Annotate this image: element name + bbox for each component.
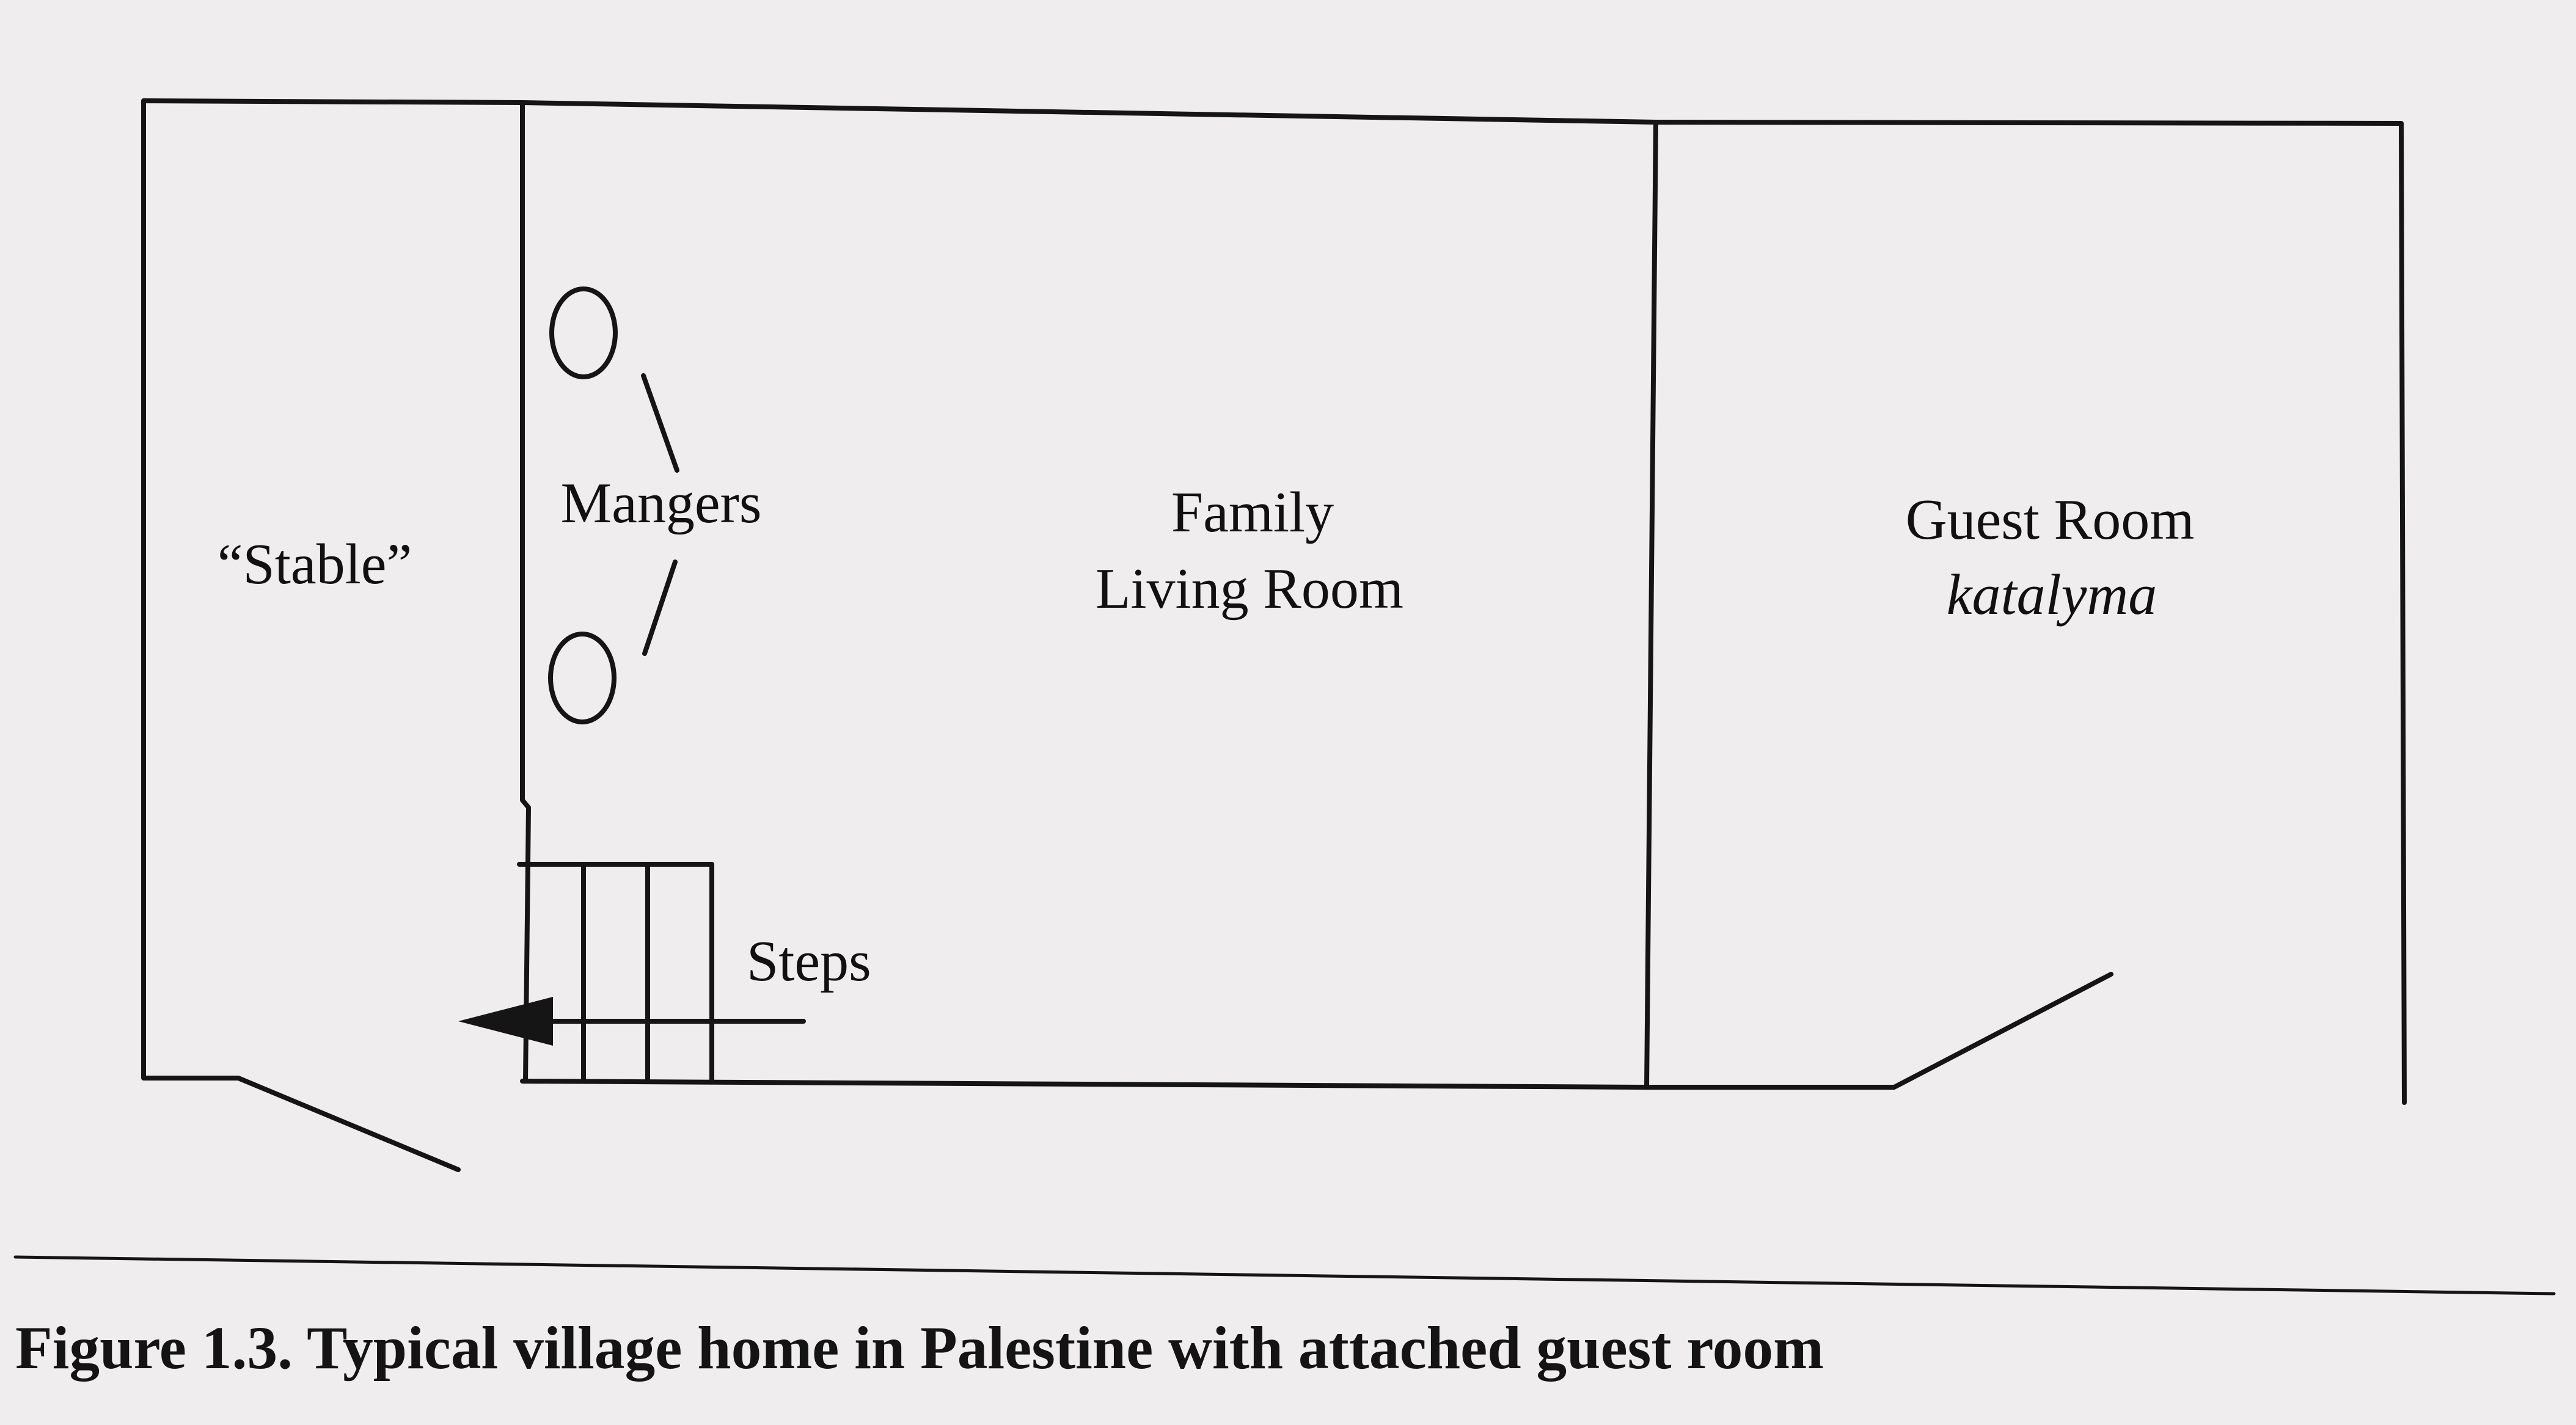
manger-top-icon <box>549 286 618 379</box>
caption-rule <box>13 1255 2556 1296</box>
manger-bottom-icon <box>548 632 617 724</box>
stable-wall <box>141 98 531 1172</box>
family-room-label-line2: Living Room <box>1096 557 1403 621</box>
steps-stairs <box>517 862 806 1084</box>
manger-pointer-line-top <box>641 373 679 473</box>
mangers-label: Mangers <box>561 472 762 535</box>
family-room-wall <box>520 100 1658 1090</box>
guest-room-label-line2: katalyma <box>1947 563 2157 627</box>
guest-room-label-line1: Guest Room <box>1906 488 2195 552</box>
figure-caption: Figure 1.3. Typical village home in Pale… <box>15 1314 1824 1382</box>
guest-room-wall <box>1644 120 2407 1105</box>
manger-pointer-line-bottom <box>642 559 678 656</box>
stable-label: “Stable” <box>218 533 412 596</box>
entrance-arrow-icon <box>458 997 553 1046</box>
steps-label: Steps <box>747 930 871 993</box>
family-room-label-line1: Family <box>1171 481 1334 544</box>
